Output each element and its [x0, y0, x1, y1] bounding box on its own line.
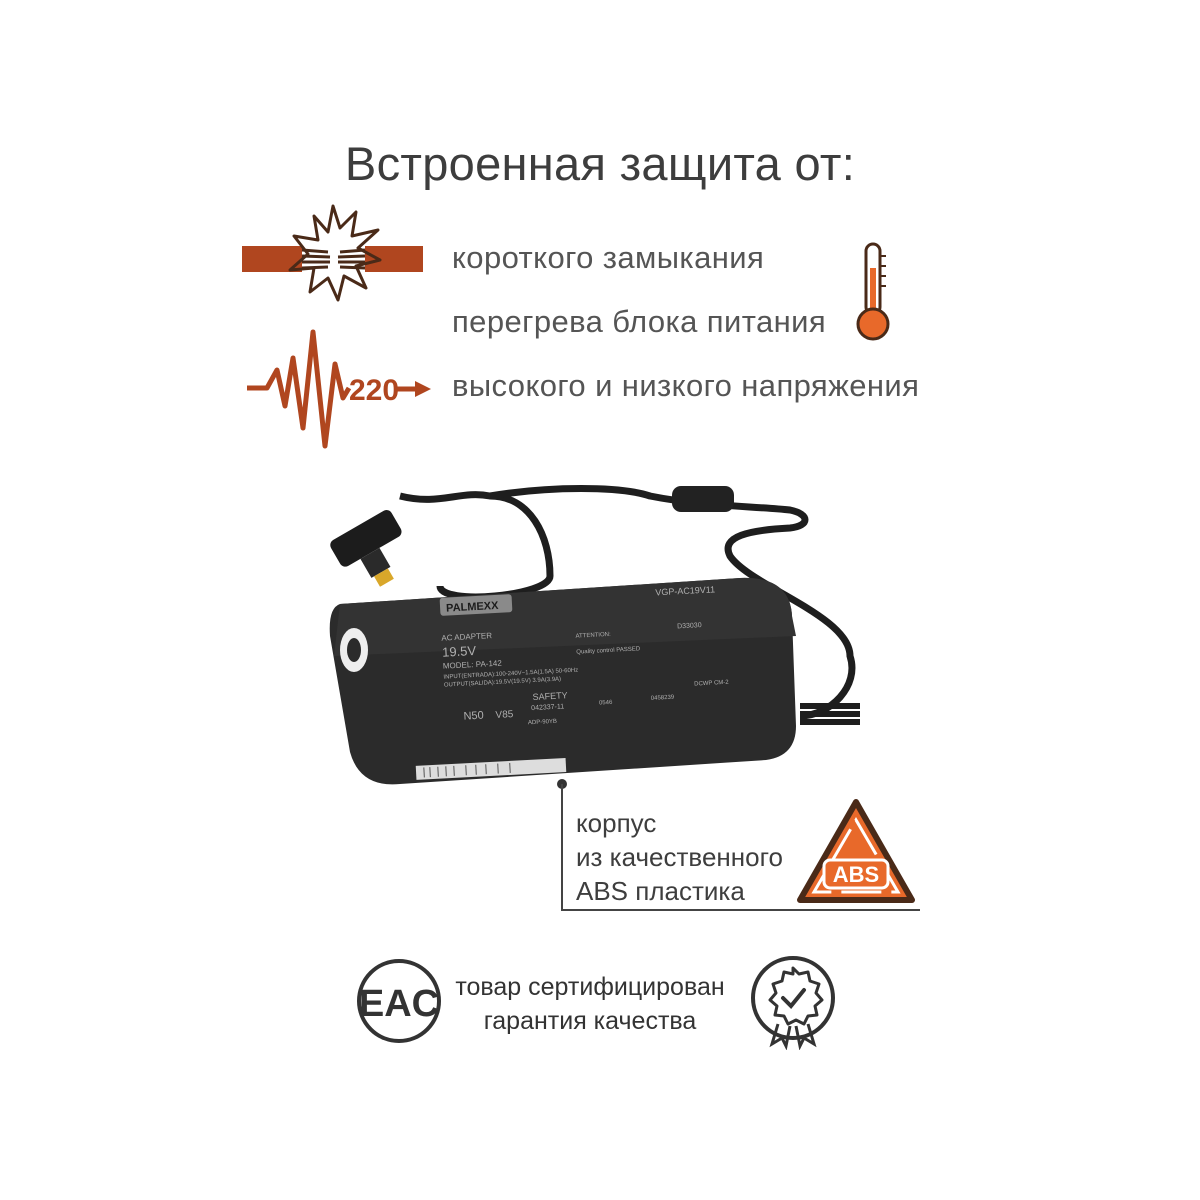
feature-voltage-label: высокого и низкого напряжения	[452, 368, 920, 403]
voltage-220-text: 220	[349, 374, 399, 407]
voltage-pulse-icon: 220	[247, 329, 431, 449]
adapter-attention-text: ATTENTION:	[575, 632, 611, 640]
page-title: Встроенная защита от:	[344, 137, 856, 190]
adapter-v85-text: V85	[495, 709, 514, 721]
adapter-adp-text: ADP-90YB	[528, 719, 557, 727]
case-line-2: из качественного	[576, 842, 783, 872]
adapter-safety-text: SAFETY	[532, 690, 567, 702]
adapter-n50-text: N50	[463, 710, 484, 723]
abs-recycle-badge: ABS	[797, 799, 915, 903]
certification-text: товар сертифицирован гарантия качества	[440, 970, 740, 1038]
short-circuit-icon	[242, 204, 423, 302]
feature-short-circuit-label: короткого замыкания	[452, 240, 765, 275]
power-adapter-image: PALMEXX AC ADAPTER 19.5V MODEL: PA-142 I…	[329, 485, 860, 785]
adapter-voltage-text: 19.5V	[442, 643, 477, 660]
case-line-3: ABS пластика	[576, 876, 745, 906]
certification-line-2: гарантия качества	[483, 1007, 697, 1035]
adapter-dcwp: DCWP CM-2	[694, 680, 729, 688]
callout-line	[557, 779, 920, 911]
eac-mark-icon: EAC	[357, 959, 441, 1043]
adapter-d-code: D33030	[677, 622, 702, 630]
abs-badge-text: ABS	[833, 862, 879, 887]
adapter-label-2: 0458239	[651, 695, 675, 702]
adapter-label-1: 0546	[599, 700, 613, 707]
certification-line-1: товар сертифицирован	[455, 973, 725, 1001]
eac-mark-text: EAC	[359, 983, 439, 1025]
adapter-quality-text: Quality control PASSED	[576, 646, 641, 655]
adapter-code-number: 042337-11	[531, 703, 564, 712]
feature-overheat-label: перегрева блока питания	[452, 304, 827, 339]
adapter-type-text: AC ADAPTER	[441, 631, 492, 643]
quality-seal-icon	[751, 956, 835, 1050]
case-description: корпус из качественного ABS пластика	[576, 806, 783, 908]
adapter-model-line: MODEL: PA-142	[443, 659, 503, 671]
adapter-model-text: VGP-AC19V11	[655, 584, 715, 597]
thermometer-icon	[856, 242, 890, 341]
case-line-1: корпус	[576, 808, 657, 838]
adapter-brand-text: PALMEXX	[446, 600, 500, 615]
